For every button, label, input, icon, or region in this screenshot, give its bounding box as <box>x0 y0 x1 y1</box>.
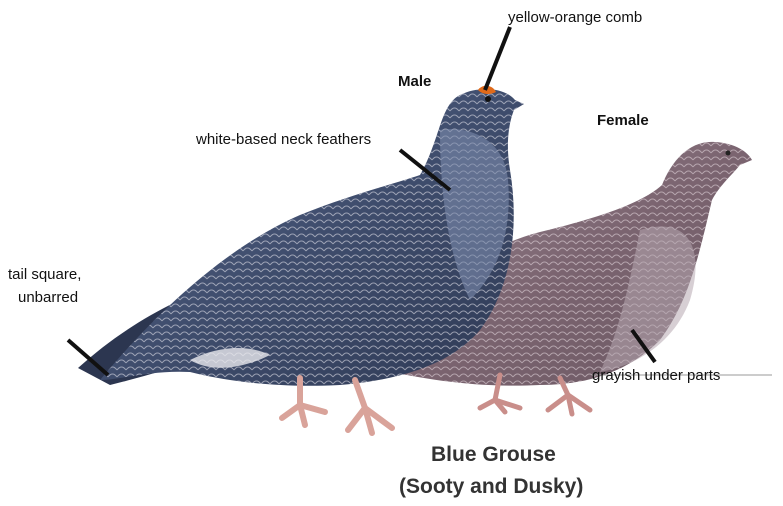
female-label: Female <box>597 112 649 130</box>
female-eye <box>726 151 731 156</box>
species-title: Blue Grouse <box>431 446 556 464</box>
male-legs <box>282 378 392 433</box>
under-parts-label: grayish under parts <box>592 367 720 385</box>
male-eye <box>485 96 491 102</box>
comb-leader <box>485 27 510 90</box>
species-subtitle: (Sooty and Dusky) <box>399 478 583 496</box>
comb-label: yellow-orange comb <box>508 9 642 27</box>
tail-label-line2: unbarred <box>18 289 78 307</box>
neck-feathers-label: white-based neck feathers <box>196 131 371 149</box>
tail-label-line1: tail square, <box>8 266 81 284</box>
male-label: Male <box>398 73 431 91</box>
